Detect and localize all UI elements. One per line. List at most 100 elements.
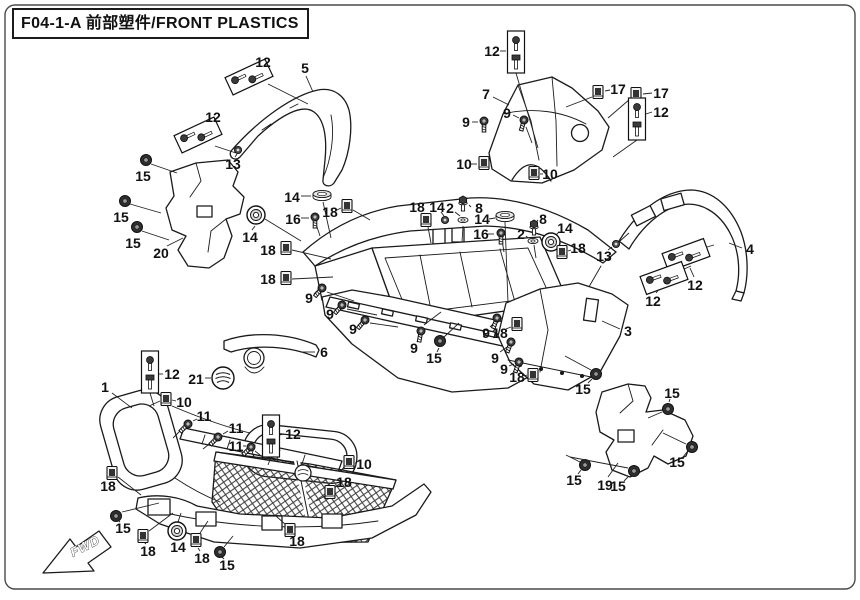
- leader-line: [234, 153, 238, 158]
- callout-label-12: 12: [205, 109, 221, 125]
- leader-line: [565, 96, 593, 108]
- callout-label-15: 15: [566, 472, 582, 488]
- clip-icon: [280, 270, 292, 286]
- leader-line: [505, 326, 512, 330]
- leader-line: [612, 139, 638, 158]
- leader-line: [619, 232, 630, 242]
- clip-icon: [556, 244, 568, 260]
- leader-line: [192, 418, 198, 422]
- callout-label-18: 18: [140, 543, 156, 559]
- grille-emblem: [294, 464, 312, 482]
- part-3-side-panel-right: [497, 282, 629, 391]
- callout-label-15: 15: [610, 478, 626, 494]
- leader-line: [369, 322, 399, 328]
- screw-kit-angled-icon: [639, 260, 689, 296]
- leader-line: [607, 246, 613, 251]
- leader-line: [326, 291, 355, 302]
- leader-line: [601, 320, 621, 330]
- callout-label-10: 10: [176, 394, 192, 410]
- leader-line: [423, 311, 442, 326]
- callout-label-18: 18: [570, 240, 586, 256]
- nut-icon: [628, 465, 640, 477]
- callout-label-18: 18: [100, 478, 116, 494]
- leader-line: [141, 230, 170, 241]
- callout-label-12: 12: [484, 43, 500, 59]
- screw-kit-vert-icon: [506, 30, 526, 74]
- callout-label-14: 14: [170, 539, 186, 555]
- callout-label-15: 15: [115, 520, 131, 536]
- leader-line: [647, 411, 663, 419]
- callout-label-18: 18: [336, 474, 352, 490]
- part-5-fender-flare-left: [229, 88, 352, 187]
- callout-label-2: 2: [446, 200, 454, 216]
- callout-label-14: 14: [284, 189, 300, 205]
- callout-label-11: 11: [229, 438, 244, 454]
- leader-line: [525, 235, 529, 239]
- leader-line: [315, 495, 326, 502]
- callout-label-21: 21: [188, 371, 204, 387]
- nut-icon: [119, 195, 131, 207]
- clip-icon: [137, 528, 149, 544]
- callout-label-2: 2: [517, 226, 525, 242]
- leader-line: [536, 219, 539, 222]
- leader-line: [512, 114, 520, 119]
- leader-line: [171, 399, 177, 402]
- leader-line: [577, 469, 582, 475]
- rivet-icon: [611, 239, 621, 249]
- leader-line: [492, 96, 510, 106]
- callout-label-9: 9: [500, 361, 508, 377]
- part-6-front-cover-strip: [223, 333, 320, 374]
- callout-label-14: 14: [242, 229, 258, 245]
- callout-label-17: 17: [653, 85, 669, 101]
- callout-label-14: 14: [557, 220, 573, 236]
- clip-icon: [478, 155, 490, 171]
- callout-label-9: 9: [326, 306, 334, 322]
- callout-label-15: 15: [669, 454, 685, 470]
- callout-label-12: 12: [687, 277, 703, 293]
- leader-line: [436, 347, 440, 353]
- cap-icon: [312, 189, 332, 202]
- screw-icon: [479, 116, 489, 133]
- leader-line: [117, 476, 142, 496]
- part-19-bracket-right: [595, 383, 694, 478]
- callout-label-13: 13: [596, 248, 612, 264]
- leader-line: [569, 456, 629, 469]
- callout-label-5: 5: [301, 60, 309, 76]
- callout-label-10: 10: [542, 166, 558, 182]
- leader-line: [525, 126, 533, 144]
- leader-line: [129, 203, 162, 214]
- leader-line: [352, 209, 371, 221]
- clip-icon: [420, 212, 432, 228]
- leader-line: [264, 218, 302, 242]
- leader-line: [443, 322, 460, 338]
- callout-label-14: 14: [429, 199, 445, 215]
- leader-line: [111, 392, 133, 409]
- part-20-bracket-left: [165, 159, 245, 269]
- callout-label-18: 18: [322, 204, 338, 220]
- rivet-icon: [440, 215, 450, 225]
- leader-line: [668, 398, 671, 403]
- leader-line: [166, 237, 184, 247]
- leader-line: [728, 242, 743, 249]
- clip-icon: [343, 454, 355, 470]
- cap-icon: [495, 210, 515, 223]
- leader-line: [427, 226, 432, 244]
- leader-line: [121, 502, 160, 513]
- leader-line: [254, 450, 266, 460]
- callout-label-16: 16: [473, 226, 489, 242]
- leader-line: [499, 346, 508, 353]
- callout-label-15: 15: [426, 350, 442, 366]
- leader-line: [564, 355, 592, 371]
- callout-label-18: 18: [409, 199, 425, 215]
- washer-icon: [527, 237, 539, 245]
- grommet-icon: [246, 205, 266, 225]
- callout-label-18: 18: [260, 242, 276, 258]
- leader-line: [336, 207, 342, 211]
- screw-icon: [310, 212, 320, 229]
- callout-label-18: 18: [509, 369, 525, 385]
- clip-icon: [190, 532, 202, 548]
- leader-line: [177, 512, 182, 523]
